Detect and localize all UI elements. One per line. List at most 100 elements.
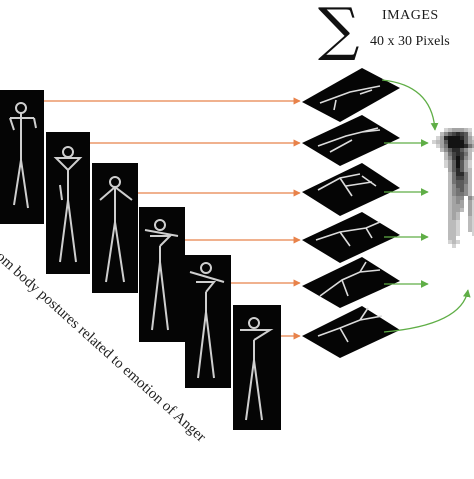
summed-pixel-image	[432, 128, 474, 248]
pixel-cell	[464, 172, 468, 176]
pixel-cell	[472, 232, 474, 236]
pixel-cell	[464, 184, 468, 188]
pixel-cell	[460, 140, 464, 144]
pixel-cell	[448, 148, 452, 152]
pixel-cell	[448, 136, 452, 140]
pixel-cell	[452, 152, 456, 156]
pixel-cell	[456, 184, 460, 188]
pixel-cell	[464, 132, 468, 136]
pixel-cell	[460, 188, 464, 192]
pixel-cell	[460, 200, 464, 204]
pixel-cell	[444, 132, 448, 136]
pixel-cell	[464, 152, 468, 156]
pixel-cell	[468, 144, 472, 148]
pixel-cell	[448, 196, 452, 200]
pixel-cell	[448, 128, 452, 132]
pixel-cell	[468, 224, 472, 228]
pixel-cell	[452, 156, 456, 160]
pixel-cell	[444, 164, 448, 168]
posture-panel-5	[185, 255, 231, 388]
pixel-cell	[460, 184, 464, 188]
pixel-cell	[460, 192, 464, 196]
pixel-cell	[448, 172, 452, 176]
pixel-cell	[468, 128, 472, 132]
pixel-cell	[444, 136, 448, 140]
pixel-cell	[440, 140, 444, 144]
pixel-cell	[460, 128, 464, 132]
pixel-cell	[472, 200, 474, 204]
pixel-cell	[472, 140, 474, 144]
pixel-cell	[452, 160, 456, 164]
pixel-cell	[448, 236, 452, 240]
pixel-cell	[444, 140, 448, 144]
pixel-cell	[468, 156, 472, 160]
pixel-cell	[448, 216, 452, 220]
pixel-cell	[468, 216, 472, 220]
pixel-cell	[448, 240, 452, 244]
pixel-cell	[468, 228, 472, 232]
pixel-cell	[460, 176, 464, 180]
pixel-cell	[472, 204, 474, 208]
pixel-cell	[460, 136, 464, 140]
pixel-cell	[452, 132, 456, 136]
pixel-cell	[472, 220, 474, 224]
pixel-cell	[460, 168, 464, 172]
pixel-cell	[468, 132, 472, 136]
posture-panel-6	[233, 305, 281, 430]
silhouette-image-2	[302, 115, 400, 166]
pixel-cell	[448, 192, 452, 196]
pixel-cell	[448, 204, 452, 208]
pixel-cell	[448, 160, 452, 164]
pixel-cell	[452, 216, 456, 220]
pixel-cell	[456, 144, 460, 148]
pixel-cell	[468, 184, 472, 188]
pixel-cell	[452, 220, 456, 224]
posture-panel-2	[46, 132, 90, 274]
pixel-cell	[448, 176, 452, 180]
pixel-cell	[456, 196, 460, 200]
pixel-cell	[468, 220, 472, 224]
pixel-cell	[444, 152, 448, 156]
pixel-cell	[464, 136, 468, 140]
pixel-cell	[456, 224, 460, 228]
pixel-cell	[468, 168, 472, 172]
pixel-cell	[448, 144, 452, 148]
pixel-cell	[444, 156, 448, 160]
pixel-cell	[456, 176, 460, 180]
pixel-cell	[448, 152, 452, 156]
pixel-cell	[464, 168, 468, 172]
pixel-cell	[448, 208, 452, 212]
pixel-cell	[452, 196, 456, 200]
pixel-cell	[452, 244, 456, 248]
pixel-cell	[456, 188, 460, 192]
pixel-cell	[460, 208, 464, 212]
orange-arrows	[44, 97, 301, 340]
pixel-cell	[460, 172, 464, 176]
pixel-cell	[456, 228, 460, 232]
pixel-cell	[468, 140, 472, 144]
pixel-cell	[452, 164, 456, 168]
pixel-cell	[452, 200, 456, 204]
pixel-cell	[464, 188, 468, 192]
pixel-cell	[448, 232, 452, 236]
pixel-cell	[452, 224, 456, 228]
pixel-cell	[452, 144, 456, 148]
pixel-cell	[456, 168, 460, 172]
pixel-cell	[448, 168, 452, 172]
pixel-cell	[456, 164, 460, 168]
pixel-cell	[452, 128, 456, 132]
pixel-cell	[452, 176, 456, 180]
pixel-cell	[452, 236, 456, 240]
pixel-cell	[456, 136, 460, 140]
pixel-cell	[456, 204, 460, 208]
pixel-cell	[452, 240, 456, 244]
pixel-cell	[456, 132, 460, 136]
pixel-cell	[468, 192, 472, 196]
pixel-cell	[456, 240, 460, 244]
pixel-cell	[456, 216, 460, 220]
pixel-cell	[444, 160, 448, 164]
pixel-cell	[456, 212, 460, 216]
pixel-cell	[460, 152, 464, 156]
posture-panel-1	[0, 90, 44, 224]
pixel-cell	[436, 140, 440, 144]
